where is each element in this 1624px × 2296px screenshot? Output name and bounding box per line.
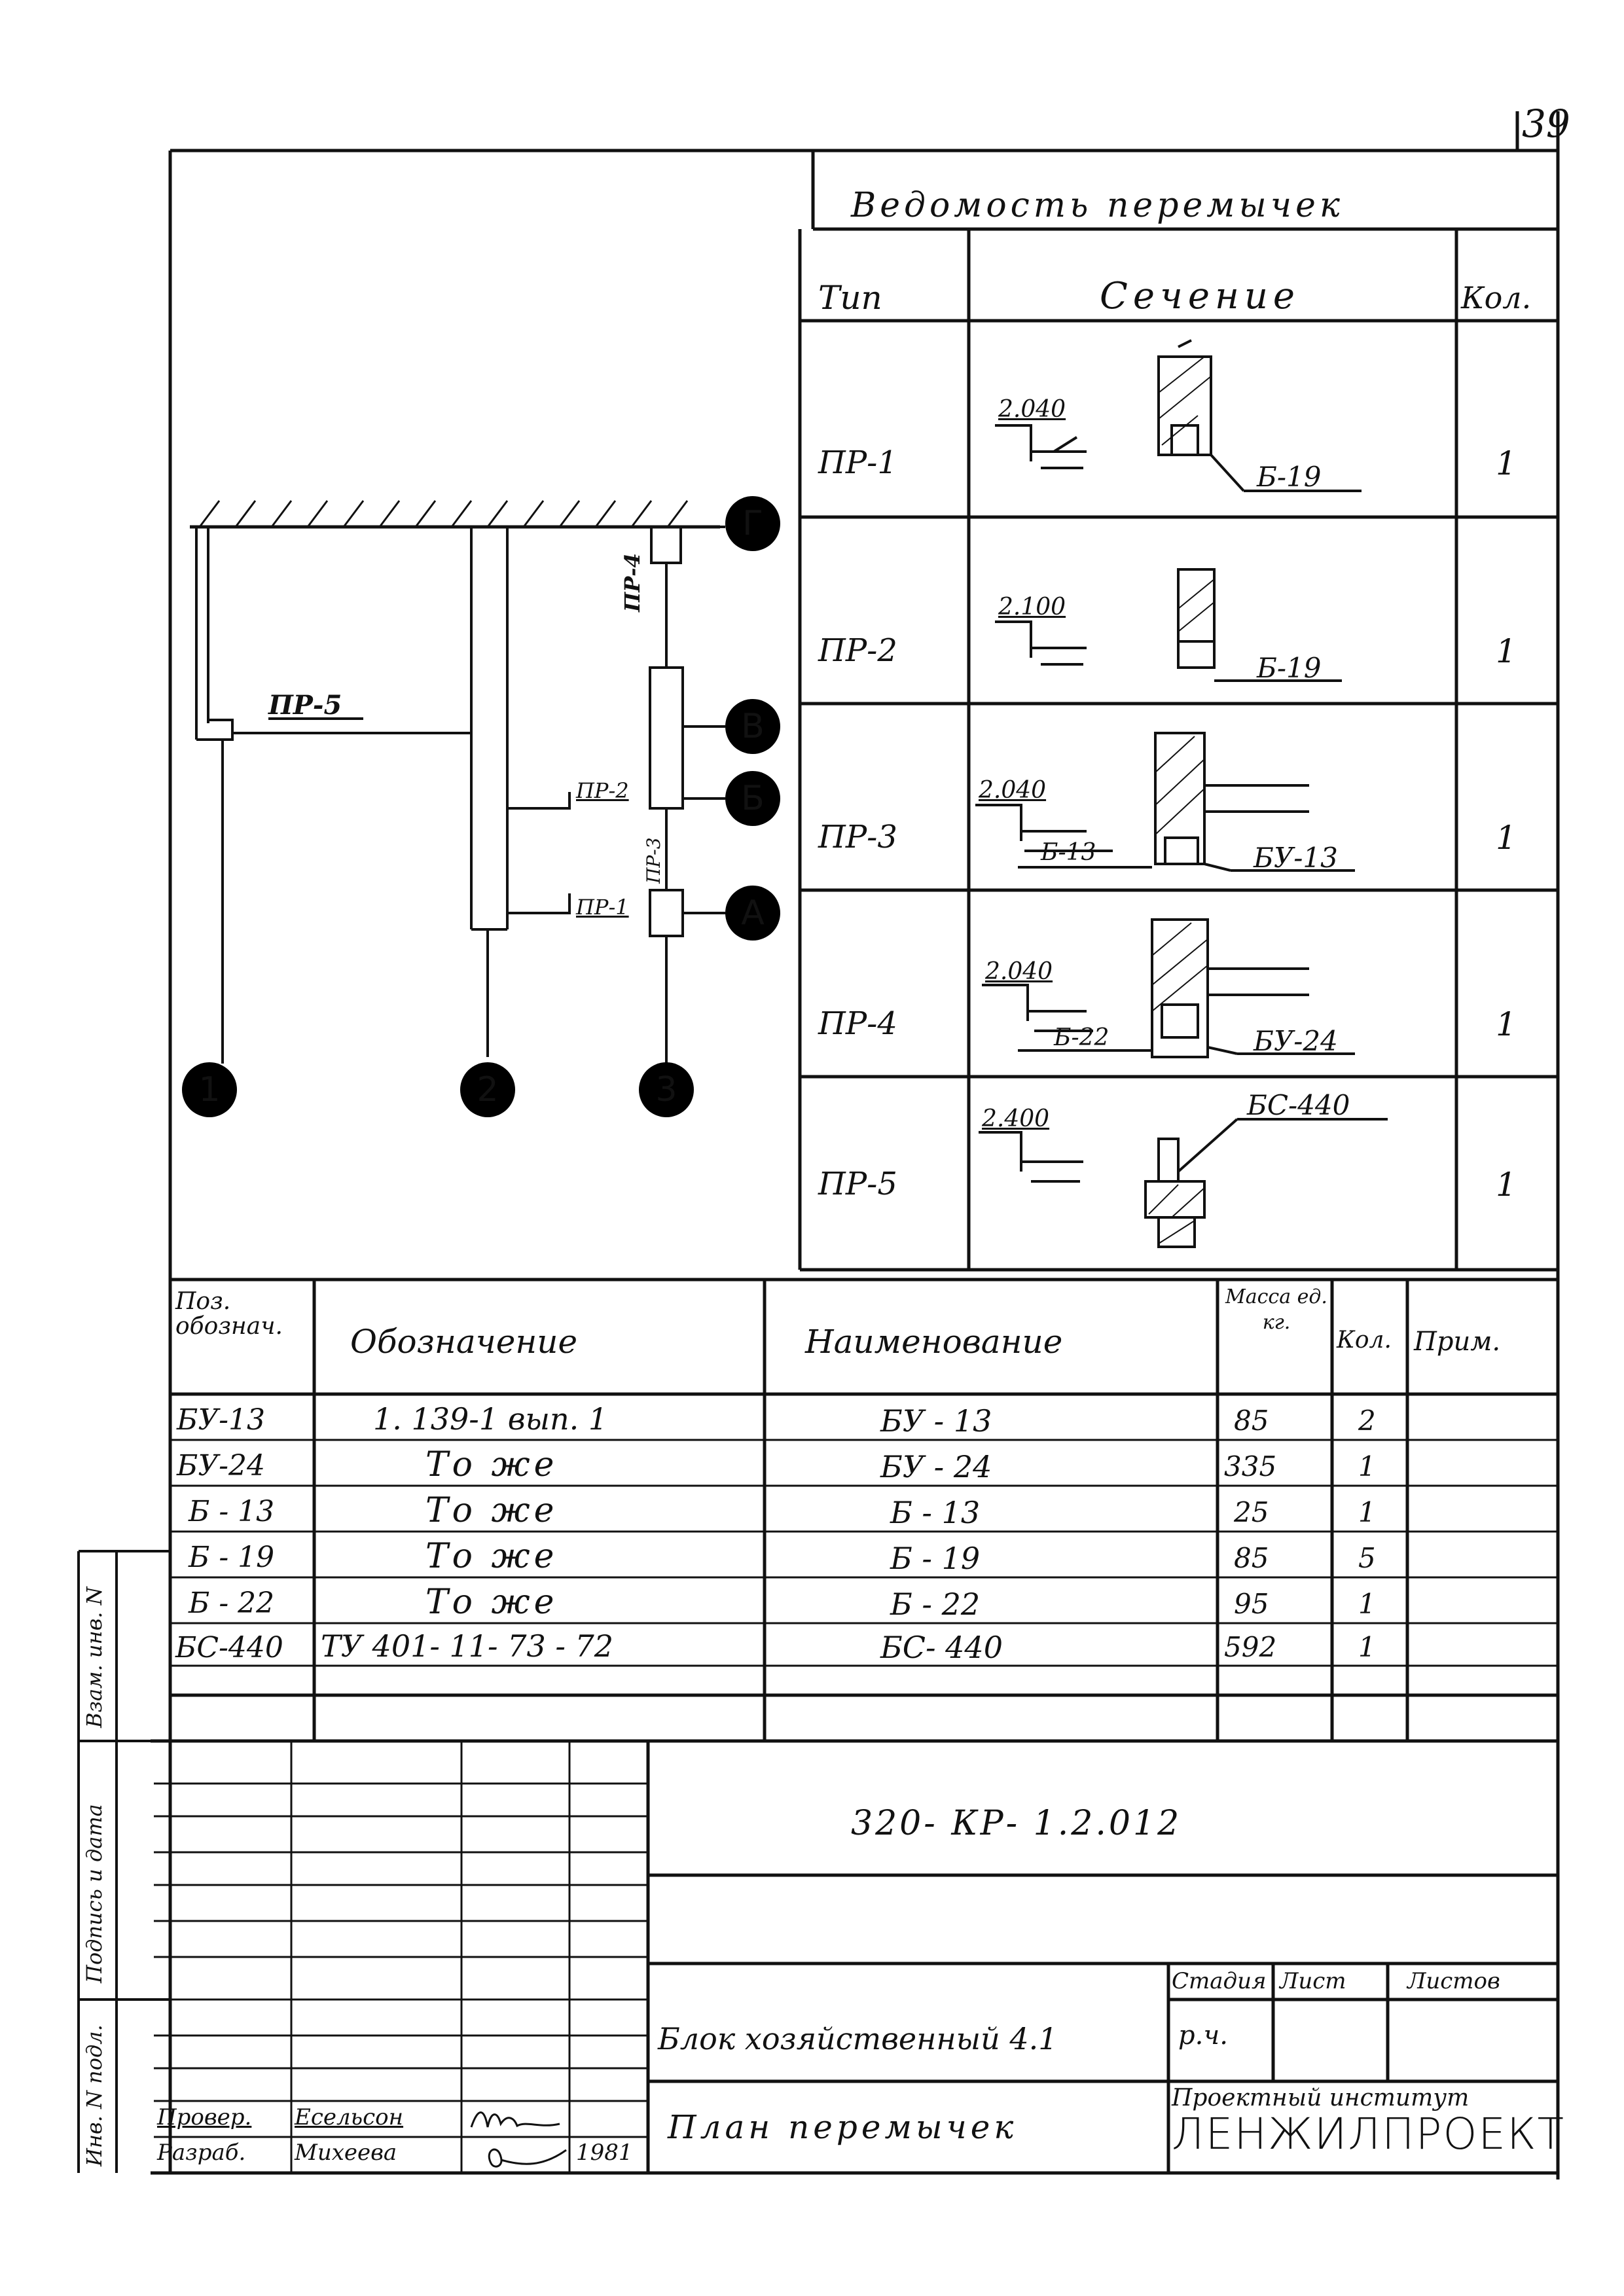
schedule-header-section: Сечение [1100, 275, 1301, 317]
axis-label-row: А [741, 893, 765, 933]
spec-header-note: Прим. [1414, 1327, 1501, 1357]
spec-cell-designation: То же [425, 1537, 558, 1576]
section-elevation: 2.040 [998, 396, 1066, 423]
section-element-label: Б-22 [1054, 1024, 1110, 1051]
spec-cell-name: Б - 22 [890, 1587, 981, 1622]
stamp-inv-replaced: Взам. инв. N [82, 1587, 107, 1728]
schedule-row-qty: 1 [1496, 632, 1517, 670]
checked-name: Есельсон [295, 2104, 404, 2130]
spec-cell-designation: То же [425, 1445, 558, 1484]
spec-cell-designation: То же [425, 1583, 558, 1622]
spec-cell-pos: Б - 22 [189, 1587, 275, 1620]
spec-cell-name: Б - 13 [890, 1495, 981, 1530]
spec-header-designation: Обозначение [350, 1323, 578, 1361]
plan-lintel-tag: ПР-3 [643, 837, 664, 884]
spec-header-pos: Поз. обознач. [175, 1288, 283, 1340]
spec-cell-name: БУ - 13 [880, 1403, 992, 1439]
spec-cell-pos: БС-440 [175, 1631, 283, 1664]
spec-cell-designation: 1. 139-1 вып. 1 [373, 1401, 608, 1437]
stamp-inv-original: Инв. N подл. [82, 2024, 107, 2166]
spec-cell-mass: 335 [1224, 1450, 1277, 1482]
spec-cell-designation: ТУ 401- 11- 73 - 72 [321, 1628, 614, 1664]
developed-label: Разраб. [157, 2140, 246, 2166]
spec-cell-qty: 1 [1358, 1588, 1376, 1620]
schedule-header-type: Тип [818, 279, 882, 317]
axis-label-col: 3 [655, 1070, 677, 1109]
spec-cell-qty: 2 [1358, 1405, 1376, 1437]
stage-value: р.ч. [1178, 2020, 1228, 2051]
spec-header-qty: Кол. [1337, 1327, 1392, 1354]
plan-lintel-tag: ПР-1 [576, 895, 629, 920]
signature-checked [470, 2111, 560, 2128]
spec-cell-mass: 592 [1224, 1631, 1277, 1663]
section-element-label: БУ-13 [1254, 842, 1338, 874]
axis-label-col: 2 [477, 1070, 499, 1109]
plan-lintel-tag: ПР-4 [620, 553, 645, 612]
institute-name: ЛЕНЖИЛПРОЕКТ [1172, 2109, 1565, 2159]
spec-cell-qty: 5 [1358, 1542, 1376, 1574]
spec-cell-qty: 1 [1358, 1496, 1376, 1528]
stage-label: Стадия [1172, 1968, 1267, 1994]
section-element-label: Б-19 [1257, 461, 1322, 493]
year: 1981 [576, 2140, 633, 2166]
section-element-label: БС-440 [1247, 1089, 1350, 1121]
spec-cell-mass: 95 [1234, 1588, 1269, 1620]
page-number: 39 [1522, 101, 1570, 146]
sheet-label: Лист [1280, 1968, 1346, 1994]
schedule-row-type: ПР-1 [818, 444, 897, 481]
spec-cell-pos: БУ-24 [177, 1449, 265, 1482]
section-elevation: 2.040 [979, 777, 1047, 804]
schedule-row-type: ПР-3 [818, 819, 897, 855]
schedule-header-qty: Кол. [1461, 280, 1532, 315]
spec-cell-mass: 85 [1234, 1542, 1269, 1574]
spec-cell-mass: 85 [1234, 1405, 1269, 1437]
schedule-row-qty: 1 [1496, 444, 1517, 482]
plan-lintel-tag: ПР-5 [268, 690, 342, 721]
stamp-sign-date: Подпись и дата [82, 1804, 107, 1983]
plan-lintel-tag: ПР-2 [576, 778, 629, 803]
signature-developed [488, 2148, 567, 2168]
spec-cell-pos: Б - 19 [189, 1541, 275, 1574]
axis-label-row: Б [741, 779, 765, 818]
section-element-label: БУ-24 [1254, 1025, 1338, 1057]
document-code: 320- КР- 1.2.012 [851, 1804, 1182, 1843]
spec-cell-pos: Б - 13 [189, 1495, 275, 1528]
schedule-title: Ведомость перемычек [851, 186, 1344, 225]
developed-name: Михеева [295, 2140, 397, 2166]
spec-cell-pos: БУ-13 [177, 1403, 265, 1437]
spec-header-mass: Масса ед. кг. [1225, 1285, 1327, 1334]
sheets-label: Листов [1407, 1968, 1500, 1994]
axis-label-row: Г [742, 504, 763, 543]
spec-cell-qty: 1 [1358, 1450, 1376, 1482]
spec-cell-mass: 25 [1234, 1496, 1269, 1528]
spec-cell-name: Б - 19 [890, 1541, 981, 1576]
spec-cell-name: БС- 440 [880, 1630, 1003, 1665]
section-elevation: 2.400 [982, 1105, 1050, 1132]
spec-cell-qty: 1 [1358, 1631, 1376, 1663]
spec-cell-name: БУ - 24 [880, 1449, 992, 1484]
institute-line1: Проектный институт [1172, 2085, 1470, 2111]
schedule-row-type: ПР-4 [818, 1005, 897, 1042]
spec-header-name: Наименование [805, 1323, 1063, 1361]
schedule-row-qty: 1 [1496, 819, 1517, 857]
spec-cell-designation: То же [425, 1491, 558, 1530]
schedule-row-qty: 1 [1496, 1166, 1517, 1204]
checked-label: Провер. [157, 2104, 252, 2130]
schedule-row-qty: 1 [1496, 1005, 1517, 1043]
section-elevation: 2.100 [998, 594, 1066, 620]
section-elevation: 2.040 [985, 958, 1053, 985]
schedule-row-type: ПР-5 [818, 1166, 897, 1202]
object-name: Блок хозяйственный 4.1 [658, 2021, 1058, 2056]
section-element-label: Б-19 [1257, 652, 1322, 684]
axis-label-col: 1 [198, 1070, 221, 1109]
schedule-row-type: ПР-2 [818, 632, 897, 669]
sheet-title: План перемычек [668, 2108, 1018, 2146]
section-element-label: Б-13 [1041, 839, 1096, 866]
axis-label-row: В [741, 707, 765, 746]
